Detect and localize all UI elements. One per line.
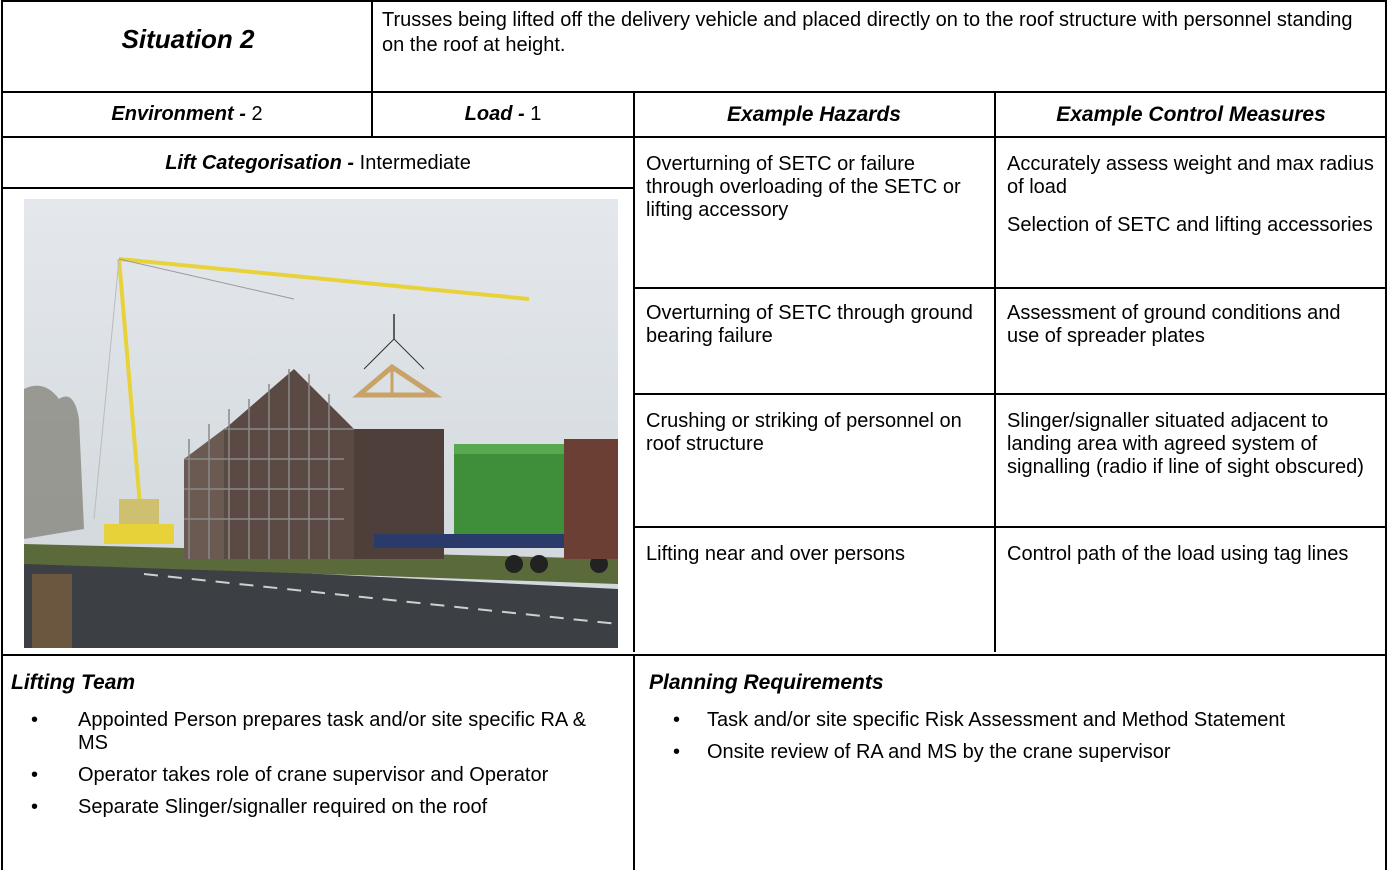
- bottom-divider: [633, 654, 635, 870]
- lifting-team-item: Appointed Person prepares task and/or si…: [3, 709, 603, 755]
- lift-category-value: Intermediate: [359, 152, 471, 174]
- lift-category-label: Lift Categorisation -: [165, 152, 355, 174]
- hazard-1: Overturning of SETC or failure through o…: [646, 153, 961, 221]
- lifting-team-title: Lifting Team: [11, 671, 136, 694]
- crane-lifting-truss-photo: [24, 199, 618, 648]
- controls-header: Example Control Measures: [1056, 103, 1326, 126]
- row-rule-2: [634, 393, 1387, 395]
- row-rule-3: [634, 526, 1387, 528]
- header-divider: [371, 0, 373, 92]
- load-label: Load -: [464, 103, 525, 125]
- bottom-rule: [1, 654, 1387, 656]
- hazards-header: Example Hazards: [727, 103, 901, 126]
- row-rule-1: [634, 287, 1387, 289]
- headers-rule: [1, 136, 1387, 138]
- situation-label: Situation 2: [121, 24, 255, 54]
- lifting-team-item: Operator takes role of crane supervisor …: [3, 764, 603, 787]
- main-divider: [633, 92, 635, 652]
- environment-cell: Environment - 2: [3, 103, 371, 126]
- lifting-team-list: Appointed Person prepares task and/or si…: [3, 709, 603, 828]
- hazard-3: Crushing or striking of personnel on roo…: [646, 410, 962, 455]
- planning-item: Task and/or site specific Risk Assessmen…: [645, 709, 1365, 732]
- env-load-divider: [371, 92, 373, 137]
- control-4: Control path of the load using tag lines: [1007, 543, 1349, 565]
- control-1b: Selection of SETC and lifting accessorie…: [1007, 214, 1373, 236]
- environment-value: 2: [251, 103, 263, 125]
- planning-list: Task and/or site specific Risk Assessmen…: [645, 709, 1365, 773]
- environment-label: Environment -: [111, 103, 246, 125]
- header-rule: [1, 91, 1387, 93]
- category-rule: [1, 187, 634, 189]
- control-1a: Accurately assess weight and max radius …: [1007, 153, 1374, 198]
- planning-title: Planning Requirements: [649, 671, 884, 694]
- lift-category-cell: Lift Categorisation - Intermediate: [3, 152, 633, 175]
- situation-description: Trusses being lifted off the delivery ve…: [382, 9, 1353, 56]
- lifting-team-item: Separate Slinger/signaller required on t…: [3, 796, 603, 819]
- load-cell: Load - 1: [373, 103, 633, 126]
- control-3: Slinger/signaller situated adjacent to l…: [1007, 410, 1364, 478]
- site-photo: [24, 199, 618, 648]
- hazard-2: Overturning of SETC through ground beari…: [646, 302, 973, 347]
- hazard-control-divider: [994, 92, 996, 652]
- hazard-4: Lifting near and over persons: [646, 543, 906, 565]
- load-value: 1: [530, 103, 542, 125]
- control-2: Assessment of ground conditions and use …: [1007, 302, 1341, 347]
- planning-item: Onsite review of RA and MS by the crane …: [645, 741, 1365, 764]
